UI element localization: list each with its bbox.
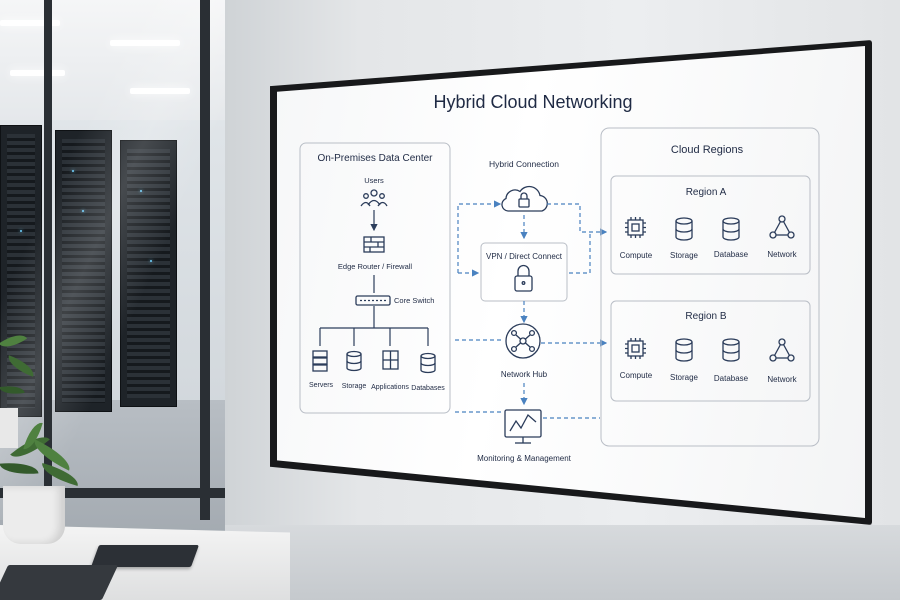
database-icon: [722, 217, 740, 241]
rack-led: [82, 210, 84, 212]
rack-led: [72, 170, 74, 172]
rack-led: [140, 190, 142, 192]
region-a-service-network: Network: [767, 250, 797, 259]
ceiling-light: [130, 88, 190, 94]
region-a-service-compute: Compute: [620, 251, 653, 260]
network-nodes-icon: [769, 215, 795, 239]
server-room-ceiling: [0, 0, 225, 120]
plant-pot: [0, 408, 18, 448]
database-icon: [722, 338, 740, 362]
cloud-regions-panel: [600, 127, 820, 447]
network-nodes-icon: [769, 338, 795, 362]
storage-icon: [346, 350, 362, 372]
region-b-label: Region B: [685, 311, 726, 322]
region-b-service-database: Database: [714, 374, 749, 383]
core-switch-label: Core Switch: [394, 296, 434, 305]
region-a-label: Region A: [686, 187, 727, 198]
region-b-service-compute: Compute: [620, 371, 653, 380]
database-icon: [675, 217, 693, 241]
switch-distribution-lines: [319, 306, 429, 346]
region-b-box: [610, 300, 811, 402]
database-icon: [675, 338, 693, 362]
region-b-service-network: Network: [767, 375, 797, 384]
edge-router-label: Edge Router / Firewall: [338, 262, 413, 271]
cloud-lock-icon: [501, 185, 548, 212]
on-prem-panel: [299, 142, 451, 414]
glass-mullion: [200, 0, 210, 520]
ceiling-light: [10, 70, 65, 76]
resource-label-databases: Databases: [411, 385, 445, 392]
on-prem-heading: On-Premises Data Center: [317, 153, 433, 164]
whiteboard-surface: [277, 46, 865, 518]
cloud-regions-heading: Cloud Regions: [671, 144, 744, 156]
ceiling-light: [110, 40, 180, 46]
resource-label-storage: Storage: [342, 383, 367, 390]
rack-led: [20, 230, 22, 232]
chip-icon: [625, 217, 646, 238]
diagram-title: Hybrid Cloud Networking: [433, 92, 632, 112]
glass-frame-bottom: [0, 488, 225, 498]
network-hub-icon: [505, 323, 541, 359]
connection-lines: [455, 200, 608, 419]
switch-icon: [355, 295, 391, 306]
firewall-icon: [363, 236, 385, 253]
network-hub-label: Network Hub: [501, 370, 548, 379]
notebook: [90, 545, 200, 567]
monitor-chart-icon: [504, 409, 542, 444]
resource-label-applications: Applications: [371, 384, 409, 391]
vpn-label: VPN / Direct Connect: [486, 252, 563, 261]
resource-label-servers: Servers: [309, 382, 334, 389]
lock-icon: [514, 264, 533, 292]
region-b-service-storage: Storage: [670, 373, 699, 382]
server-rack: [55, 130, 112, 412]
wall-baseboard: [225, 525, 900, 600]
users-icon: [360, 189, 388, 207]
users-label: Users: [364, 176, 384, 185]
monitoring-label: Monitoring & Management: [477, 454, 572, 463]
applications-icon: [382, 350, 399, 370]
server-rack: [120, 140, 177, 407]
ceiling-light: [0, 20, 60, 26]
region-a-service-storage: Storage: [670, 251, 699, 260]
rack-led: [150, 260, 152, 262]
server-icon: [312, 350, 328, 372]
hybrid-heading: Hybrid Connection: [489, 159, 559, 169]
plant-pot: [3, 486, 65, 544]
databases-icon: [420, 352, 436, 374]
laptop: [0, 565, 119, 600]
region-a-service-database: Database: [714, 250, 749, 259]
region-a-box: [610, 175, 811, 275]
glass-mullion: [44, 0, 52, 520]
chip-icon: [625, 338, 646, 359]
